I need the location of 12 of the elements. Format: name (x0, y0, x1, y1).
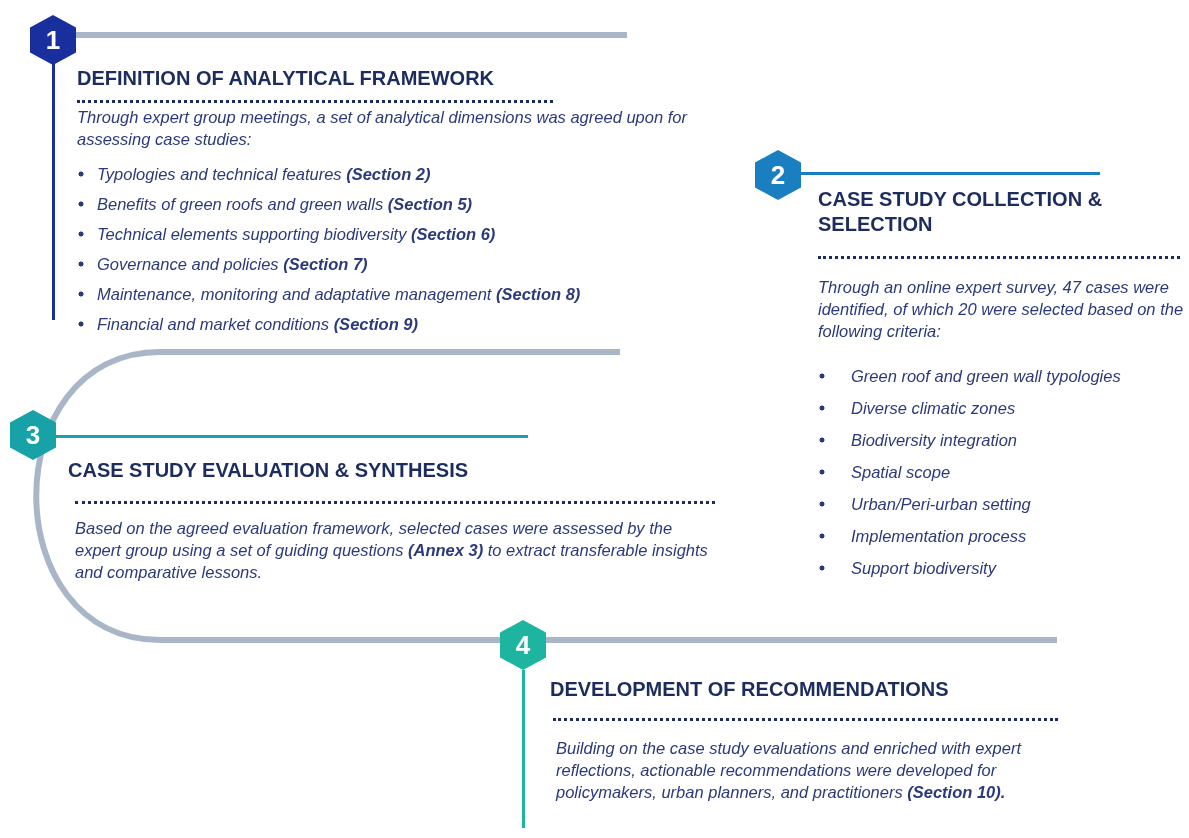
step-heading: CASE STUDY EVALUATION & SYNTHESIS (68, 458, 470, 483)
description-text: Based on the agreed evaluation framework, selected cases were assessed by the expert group using a set of guiding questions (Annex 3) to extract transferable insights and comparative lessons. (75, 518, 709, 583)
step-heading: DEVELOPMENT OF RECOMMENDATIONS (550, 677, 950, 702)
description-text: Through expert group meetings, a set of analytical dimensions was agreed upon for assessing case studies: (77, 107, 689, 150)
step-number-badge: 2 (755, 150, 801, 200)
description-text: Building on the case study evaluations and enriched with expert reflections, actionable recommendations were developed for policymakers, urban planners, and practitioners (Section 10). (556, 738, 1023, 803)
description-text: Through an online expert survey, 47 cases were identified, of which 20 were selected based on the following criteria: (818, 277, 1185, 342)
step-heading: DEFINITION OF ANALYTICAL FRAMEWORK (77, 66, 496, 91)
step-number-badge: 3 (10, 410, 56, 460)
step-number-badge: 1 (30, 15, 76, 65)
step-heading: CASE STUDY COLLECTION & SELECTION (818, 187, 1104, 237)
step-number-badge: 4 (500, 620, 546, 670)
